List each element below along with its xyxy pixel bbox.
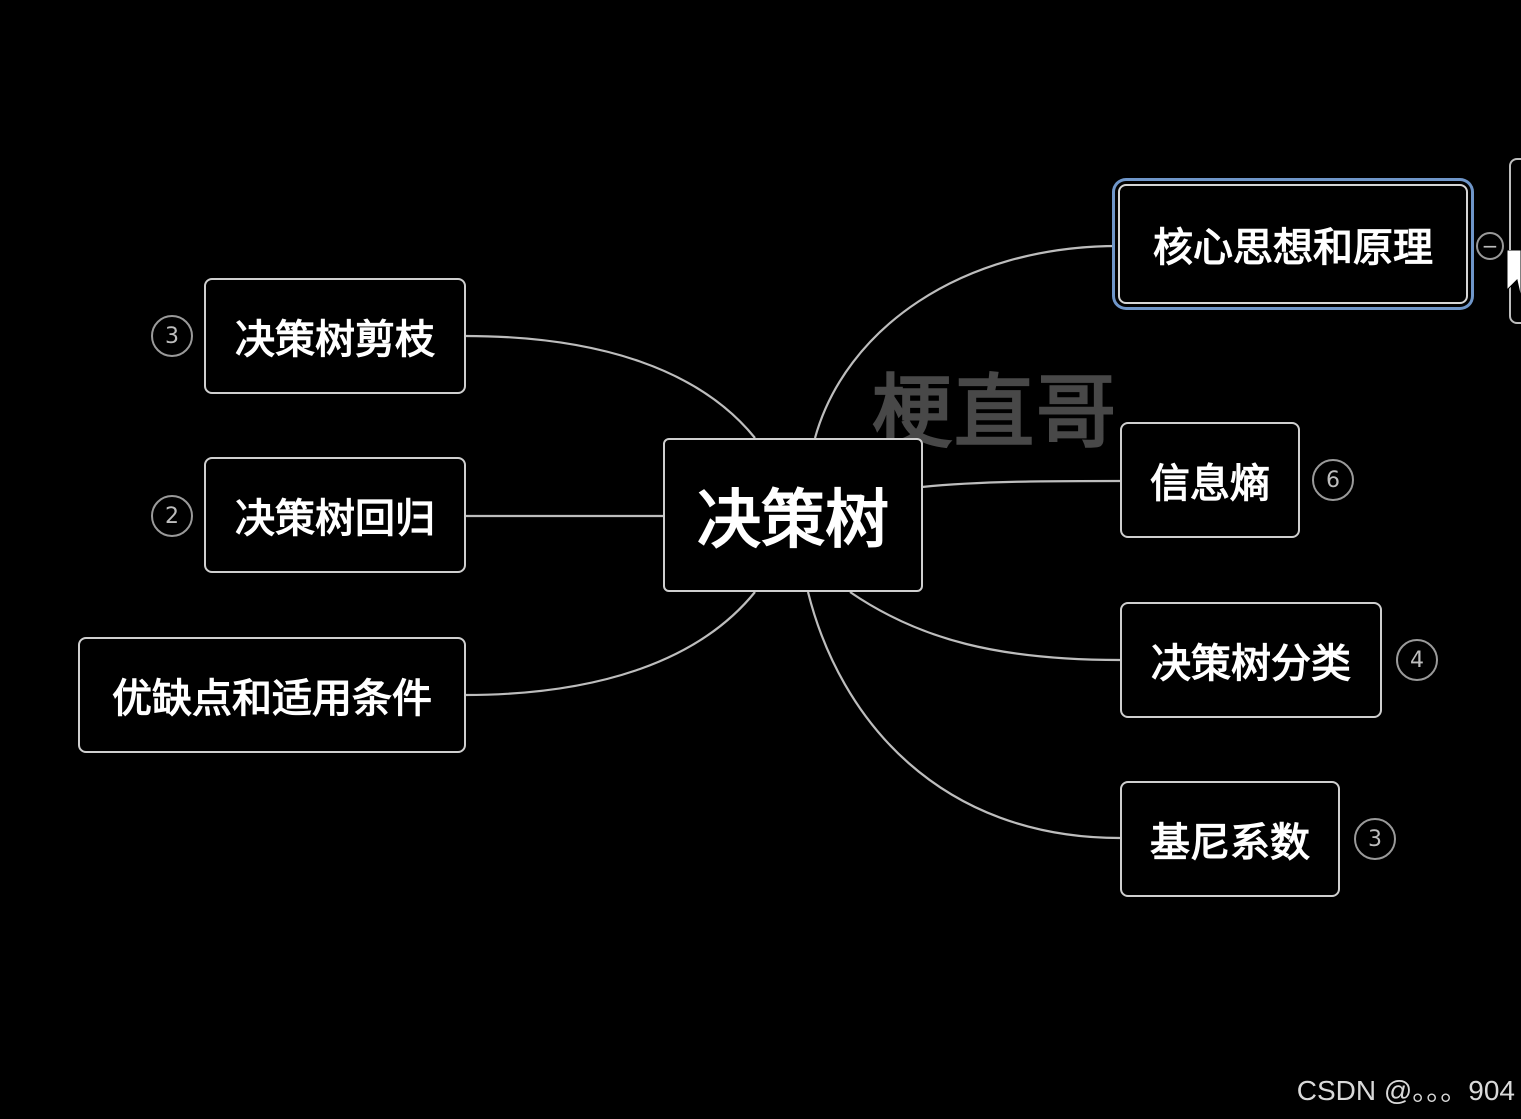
badge-regression-count[interactable]: 2 xyxy=(151,495,193,537)
node-pros-cons[interactable]: 优缺点和适用条件 xyxy=(78,637,466,753)
node-regression[interactable]: 决策树回归 xyxy=(204,457,466,573)
connector-pros-cons xyxy=(464,591,756,697)
connector-pruning xyxy=(464,334,756,439)
connector-entropy xyxy=(921,479,1121,489)
node-pruning[interactable]: 决策树剪枝 xyxy=(204,278,466,394)
root-node[interactable]: 决策树 xyxy=(663,438,923,592)
badge-pruning-count[interactable]: 3 xyxy=(151,315,193,357)
offscreen-child-node[interactable] xyxy=(1509,158,1521,324)
credit-text: CSDN @。。。904 xyxy=(1296,1075,1515,1106)
connector-core-idea xyxy=(813,244,1119,439)
badge-entropy-count[interactable]: 6 xyxy=(1312,459,1354,501)
badge-classification-count[interactable]: 4 xyxy=(1396,639,1438,681)
badge-gini-count[interactable]: 3 xyxy=(1354,818,1396,860)
node-core-idea[interactable]: 核心思想和原理 xyxy=(1118,184,1468,304)
connector-classification xyxy=(849,591,1121,662)
node-gini[interactable]: 基尼系数 xyxy=(1120,781,1340,897)
mouse-pointer-icon xyxy=(1507,250,1521,298)
node-entropy[interactable]: 信息熵 xyxy=(1120,422,1300,538)
connector-gini xyxy=(806,591,1121,840)
collapse-toggle-icon[interactable]: − xyxy=(1476,232,1504,260)
node-classification[interactable]: 决策树分类 xyxy=(1120,602,1382,718)
